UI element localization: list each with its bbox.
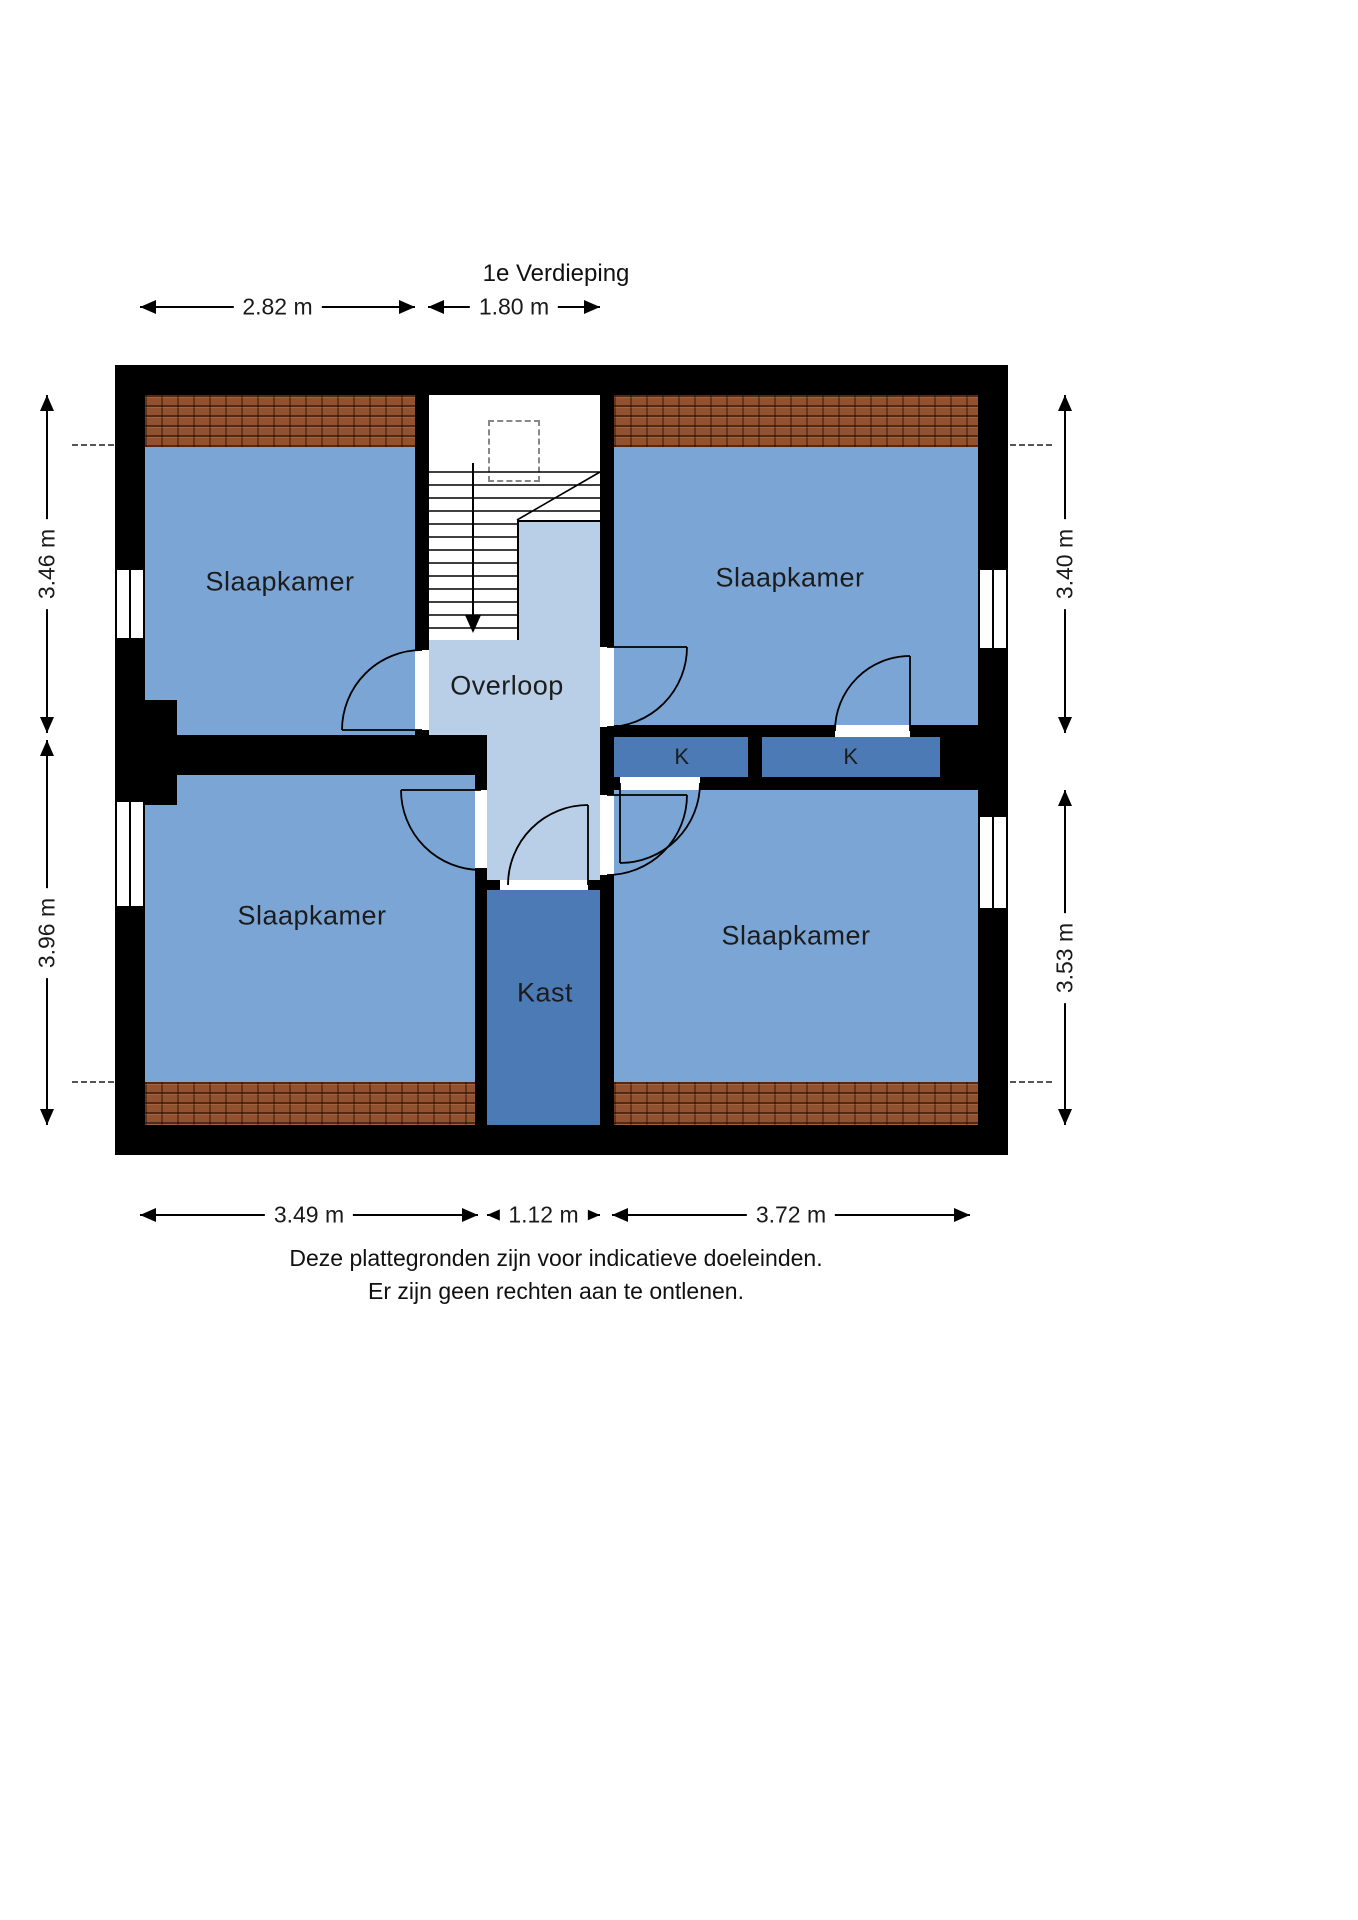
chimney-block [115, 700, 177, 805]
label-bedroom-bottom-left: Slaapkamer [237, 900, 387, 931]
window-right-lower [978, 815, 1008, 910]
window-left-upper [115, 568, 145, 640]
label-closet-kast: Kast [516, 977, 574, 1008]
roof-strip-bottom-left [145, 1082, 475, 1125]
roof-strip-top-right [614, 395, 978, 447]
dimension-bottom-right: 3.72 m [612, 1201, 970, 1229]
dimension-label: 1.80 m [469, 293, 559, 321]
floor-title: 1e Verdieping [482, 260, 630, 287]
dimension-left-upper: 3.46 m [30, 395, 64, 733]
wall-k-closets-end-block [940, 725, 978, 790]
arrow-up-icon [1058, 395, 1072, 411]
wall-stair-right [600, 395, 614, 1125]
arrow-up-icon [1058, 790, 1072, 806]
arrow-down-icon [40, 717, 54, 733]
arrow-right-icon [584, 1208, 600, 1222]
arrow-right-icon [584, 300, 600, 314]
arrow-left-icon [140, 1208, 156, 1222]
arrow-left-icon [487, 1208, 503, 1222]
roofline-dash-bottom-left [72, 1081, 114, 1083]
label-bedroom-top-left: Slaapkamer [205, 566, 355, 597]
roof-strip-top-left [145, 395, 415, 447]
door-opening-bedroom-bottom-right [600, 795, 614, 875]
window-right-upper [978, 568, 1008, 650]
door-opening-bedroom-top-right [600, 647, 614, 727]
dimension-right-lower: 3.53 m [1048, 790, 1082, 1125]
stair-hatch-outline [488, 420, 540, 482]
door-opening-bedroom-top-left [415, 650, 429, 730]
dimension-bottom-left: 3.49 m [140, 1201, 478, 1229]
arrow-down-icon [1058, 717, 1072, 733]
door-opening-kast [500, 880, 588, 890]
floorplan: Slaapkamer Slaapkamer Overloop Slaapkame… [115, 365, 1008, 1155]
dimension-label: 3.72 m [746, 1201, 836, 1229]
roofline-dash-bottom-right [1010, 1081, 1052, 1083]
dimension-label: 1.12 m [499, 1201, 588, 1229]
disclaimer-line-1: Deze plattegronden zijn voor indicatieve… [289, 1245, 823, 1271]
arrow-up-icon [40, 395, 54, 411]
arrow-up-icon [40, 740, 54, 756]
label-bedroom-top-right: Slaapkamer [715, 562, 865, 593]
dimension-label: 3.53 m [1048, 912, 1082, 1003]
roofline-dash-top-left [72, 444, 114, 446]
disclaimer-line-2: Er zijn geen rechten aan te ontlenen. [368, 1278, 744, 1305]
dimension-right-upper: 3.40 m [1048, 395, 1082, 733]
landing-lower [487, 738, 600, 890]
arrow-left-icon [612, 1208, 628, 1222]
dimension-label: 2.82 m [233, 293, 322, 321]
dimension-label: 3.46 m [30, 518, 64, 610]
door-opening-bedroom-bottom-left [475, 790, 487, 868]
roofline-dash-top-right [1010, 444, 1052, 446]
dimension-top-center: 1.80 m [428, 293, 600, 321]
room-closet-k-left [614, 737, 748, 777]
room-closet-kast [487, 890, 600, 1125]
wall-k-closets-top [614, 725, 978, 737]
roof-strip-bottom-right [614, 1082, 978, 1125]
arrow-left-icon [428, 300, 444, 314]
dimension-label: 3.49 m [264, 1201, 354, 1229]
label-landing: Overloop [450, 670, 564, 701]
landing-upper [517, 520, 600, 640]
dimension-label: 3.96 m [30, 887, 64, 978]
wall-k-closets-divider [748, 737, 762, 777]
label-bedroom-bottom-right: Slaapkamer [721, 920, 871, 951]
room-closet-k-right [762, 737, 940, 777]
arrow-down-icon [1058, 1109, 1072, 1125]
arrow-right-icon [462, 1208, 478, 1222]
landing-middle [429, 640, 600, 738]
dimension-left-lower: 3.96 m [30, 740, 64, 1125]
label-closet-k-right: K [843, 744, 859, 769]
arrow-right-icon [399, 300, 415, 314]
wall-horizontal-left [115, 735, 487, 775]
arrow-down-icon [40, 1109, 54, 1125]
label-closet-k-left: K [674, 744, 690, 769]
door-opening-k-right [835, 725, 910, 737]
arrow-right-icon [954, 1208, 970, 1222]
window-left-lower [115, 800, 145, 908]
dimension-bottom-center: 1.12 m [487, 1201, 600, 1229]
arrow-left-icon [140, 300, 156, 314]
dimension-label: 3.40 m [1048, 518, 1082, 610]
door-opening-k-left [620, 777, 700, 790]
disclaimer-text: Deze plattegronden zijn voor indicatieve… [56, 1242, 1056, 1309]
dimension-top-left: 2.82 m [140, 293, 415, 321]
